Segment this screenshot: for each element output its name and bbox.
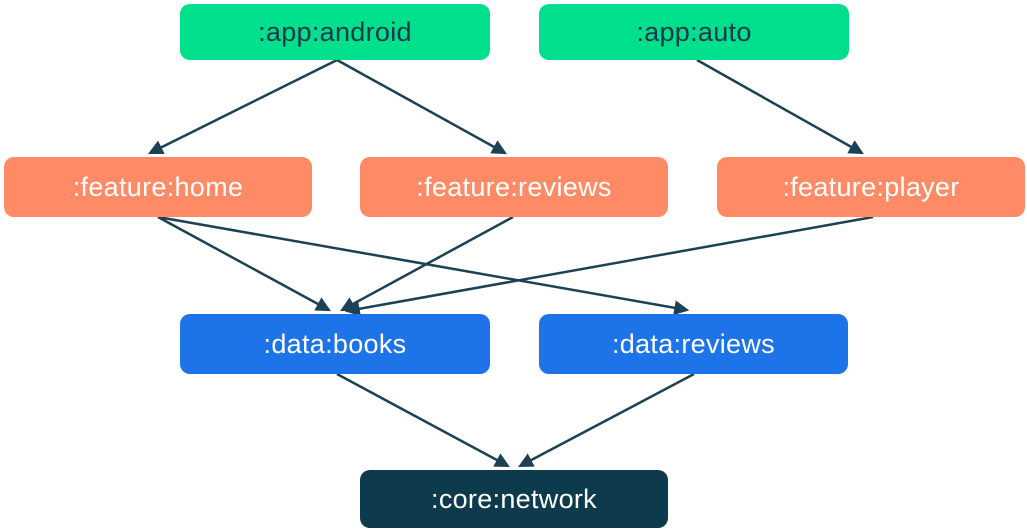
edge-feature-player-to-data-books — [344, 215, 874, 317]
node-label: :feature:home — [72, 171, 244, 202]
node-data-reviews: :data:reviews — [539, 314, 848, 374]
node-feature-player: :feature:player — [717, 157, 1025, 217]
node-label: :feature:player — [782, 171, 960, 202]
edge-data-reviews-to-core-network — [518, 372, 695, 468]
node-feature-home: :feature:home — [4, 157, 312, 217]
dependency-arrows — [147, 58, 874, 468]
edge-app-auto-to-feature-player — [696, 58, 864, 155]
edge-data-books-to-core-network — [336, 372, 510, 468]
node-core-network: :core:network — [360, 470, 668, 528]
node-label: :core:network — [431, 483, 597, 514]
edge-feature-reviews-to-data-books — [340, 215, 514, 312]
node-label: :app:auto — [636, 16, 752, 47]
node-app-auto: :app:auto — [539, 4, 849, 60]
node-label: :app:android — [258, 16, 412, 47]
edge-feature-home-to-data-reviews — [157, 215, 690, 316]
edge-app-android-to-feature-home — [147, 58, 338, 155]
node-label: :data:reviews — [612, 328, 775, 359]
node-data-books: :data:books — [180, 314, 490, 374]
node-label: :feature:reviews — [416, 171, 612, 202]
node-app-android: :app:android — [180, 4, 490, 60]
node-label: :data:books — [263, 328, 407, 359]
node-feature-reviews: :feature:reviews — [360, 157, 668, 217]
edge-feature-home-to-data-books — [157, 215, 331, 312]
edge-app-android-to-feature-reviews — [336, 58, 507, 155]
